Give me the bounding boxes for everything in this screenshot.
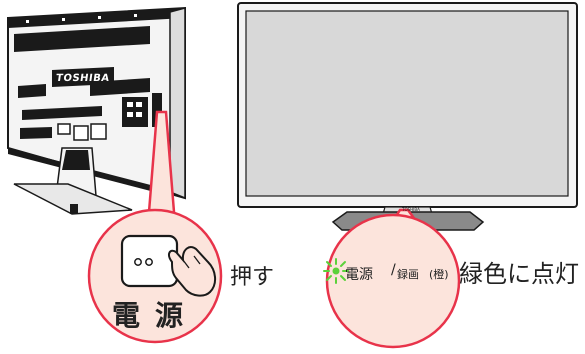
lamp-glow-icon (323, 258, 349, 284)
back-stand-foot (70, 204, 78, 214)
back-port (73, 125, 89, 141)
power-button-led (134, 258, 142, 266)
back-vent-band (22, 106, 102, 120)
indicator-recording-color: (橙) (429, 268, 449, 281)
right-callout (323, 208, 461, 349)
power-button[interactable] (120, 234, 179, 288)
indicator-recording-label: 録画 (397, 268, 419, 281)
back-screw (62, 18, 65, 21)
back-brand-plate (52, 67, 114, 87)
right-callout-circle (325, 213, 461, 349)
back-stand-base (13, 183, 133, 215)
back-vent-band (18, 84, 46, 98)
back-tv-brand: TOSHIBA (55, 73, 111, 84)
power-caption-char-1: 電 (112, 299, 144, 332)
back-vent-band (20, 127, 52, 139)
front-tv-brand: TOSHIBA (402, 207, 420, 212)
back-connector (127, 102, 133, 107)
left-callout (87, 110, 223, 344)
back-tv-top-frame (8, 8, 185, 28)
result-instruction: 緑色に点灯 (459, 260, 579, 288)
power-button-caption: 電源 (112, 294, 186, 334)
push-instruction: 押す (230, 265, 275, 290)
power-button-led (145, 258, 153, 266)
back-connector (127, 112, 133, 117)
back-connector (136, 102, 142, 107)
front-tv-screen (245, 10, 569, 197)
back-side-jacks (152, 93, 162, 127)
back-tv-side-frame (169, 7, 186, 200)
back-screw (134, 14, 137, 17)
hand-icon (168, 246, 216, 297)
back-port (57, 123, 71, 135)
back-screw (26, 20, 29, 23)
power-caption-char-2: 源 (155, 299, 187, 332)
back-tv (7, 6, 186, 215)
back-port (90, 123, 107, 140)
back-vent-band (14, 26, 150, 52)
back-stand-neck-dark (62, 150, 90, 170)
front-tv (237, 2, 578, 231)
indicator-power-label: 電源 (345, 267, 373, 283)
indicator-separator: / (391, 262, 396, 278)
back-connector (136, 112, 142, 117)
back-connector-panel (122, 97, 148, 127)
back-screw (98, 16, 101, 19)
